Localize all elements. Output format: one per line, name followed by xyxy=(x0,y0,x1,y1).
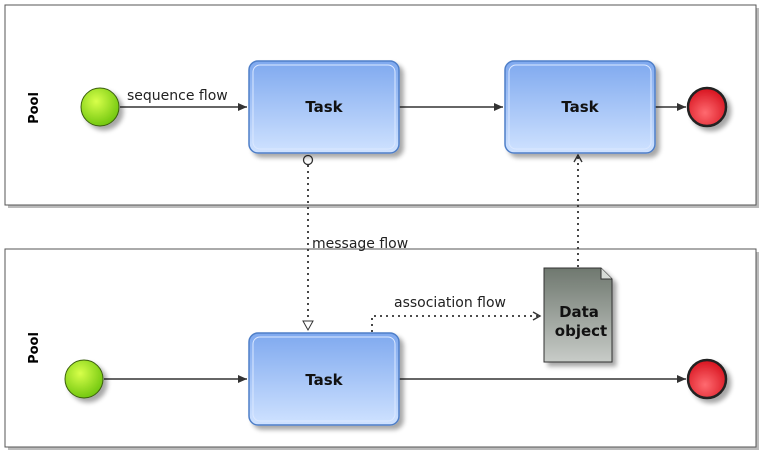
task-bottom[interactable] xyxy=(248,332,400,426)
pool-bottom-label: Pool xyxy=(27,332,42,364)
data-object-label-line1: Data xyxy=(559,303,599,321)
association-flow-label: association flow xyxy=(394,295,506,311)
message-flow-label: message flow xyxy=(312,236,408,252)
end-event-bottom[interactable] xyxy=(686,358,728,400)
task-top-right-label: Task xyxy=(561,98,599,116)
start-event-bottom[interactable] xyxy=(64,359,104,399)
pool-top-label: Pool xyxy=(27,92,42,124)
sequence-flow-label: sequence flow xyxy=(127,88,228,104)
message-flow-origin xyxy=(302,154,314,166)
end-event-top[interactable] xyxy=(686,86,728,128)
start-event-top[interactable] xyxy=(80,87,120,127)
task-top-left[interactable] xyxy=(248,60,400,154)
data-object-label-line2: object xyxy=(555,322,607,340)
task-top-right[interactable] xyxy=(504,60,656,154)
association-flow[interactable] xyxy=(371,311,542,332)
task-top-left-label: Task xyxy=(305,98,343,116)
data-object[interactable] xyxy=(543,267,613,363)
task-bottom-label: Task xyxy=(305,371,343,389)
